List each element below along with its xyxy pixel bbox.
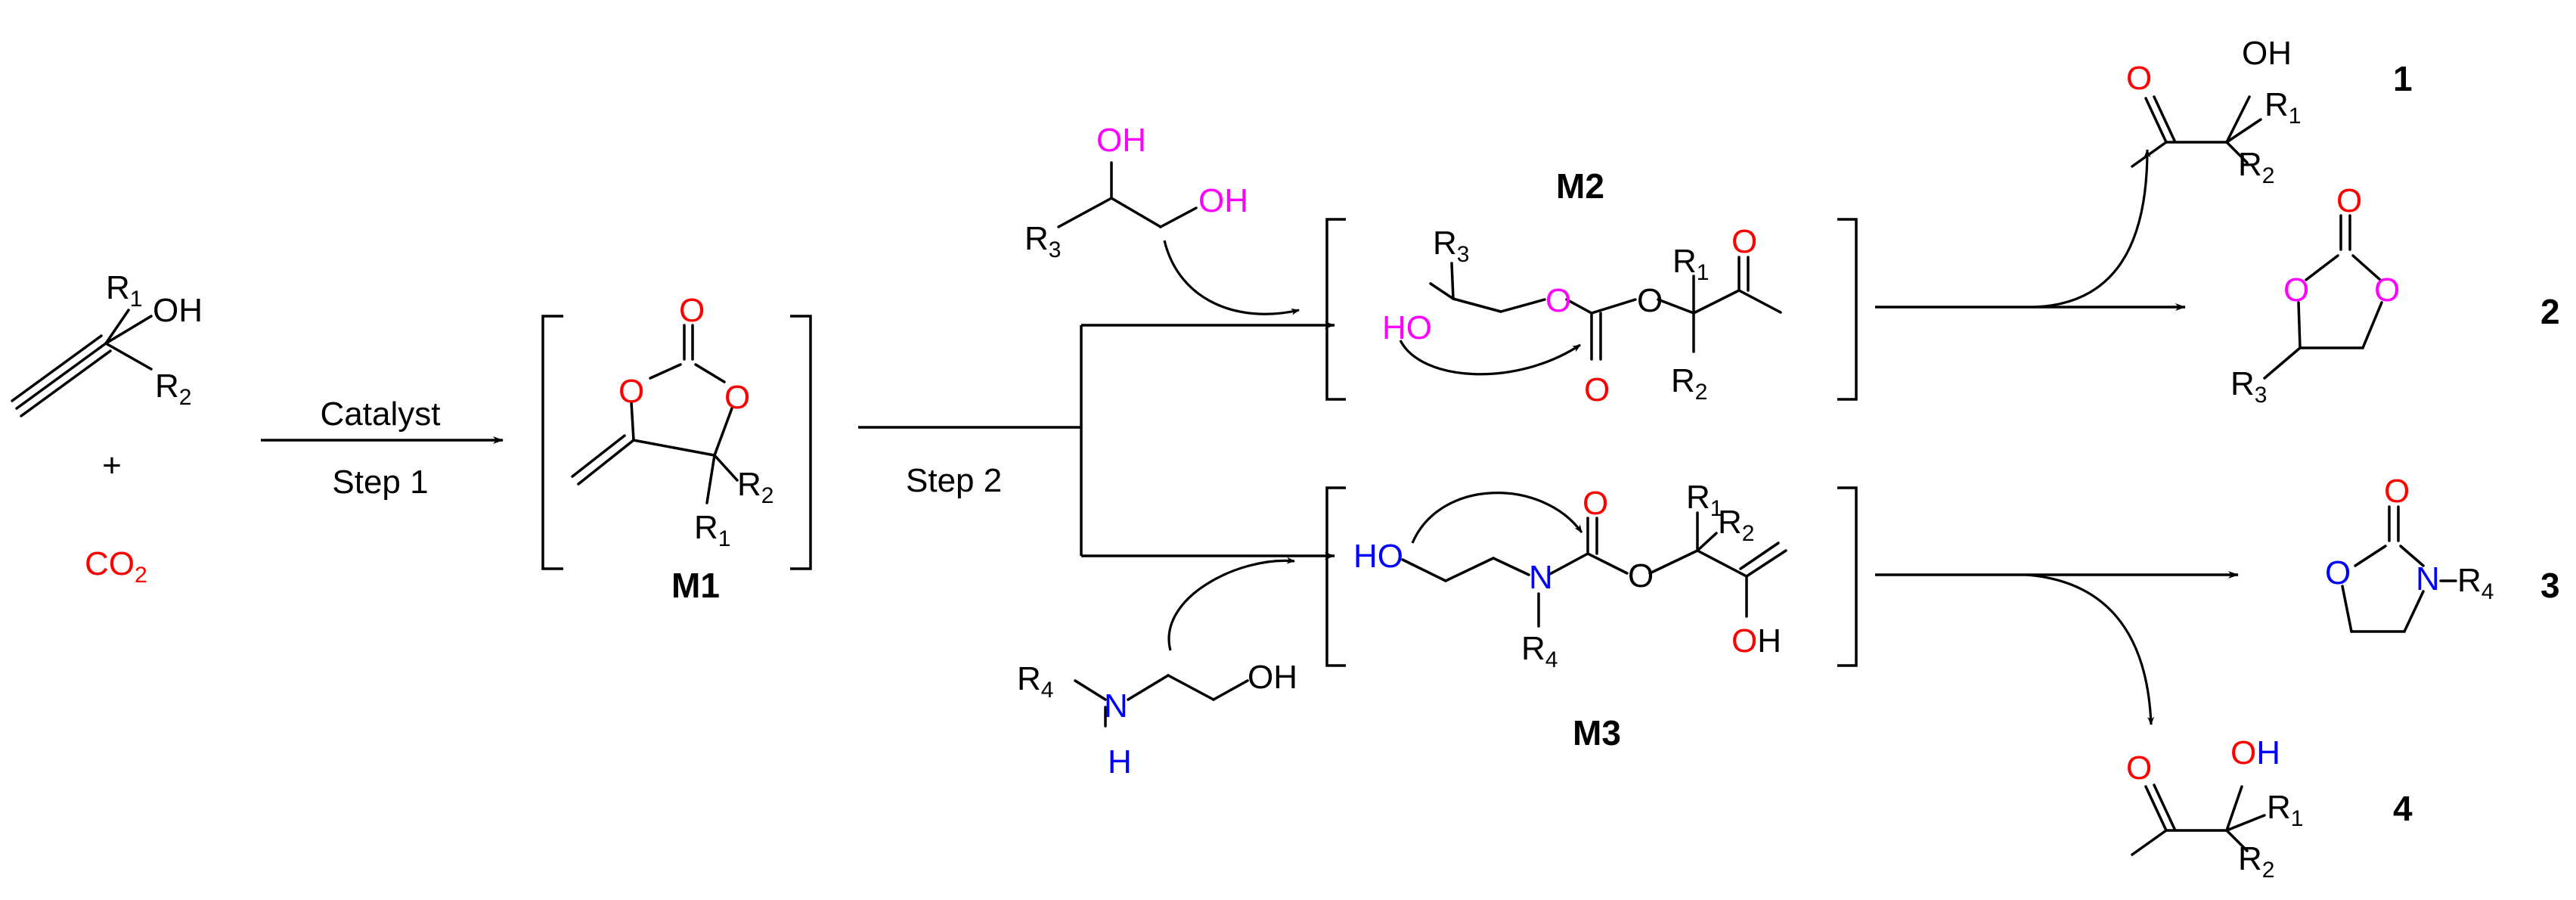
product1-number: 1 (2393, 59, 2413, 98)
aminoalcohol-nitrogen: N (1104, 687, 1128, 725)
product1-hydroxyl: OH (2242, 35, 2292, 72)
step1-arrow: Catalyst Step 1 (261, 396, 504, 501)
m2-ketone-o: O (1731, 223, 1757, 260)
product2-ring-o-left: O (2283, 272, 2309, 309)
product4-number: 4 (2393, 789, 2413, 828)
diol-oh-right: OH (1198, 182, 1248, 219)
diol-r3: R3 (1025, 220, 1061, 262)
propargyl-alcohol-structure: R1 OH R2 (11, 269, 203, 417)
m2-carbonyl-o: O (1584, 371, 1610, 408)
m1-r1: R1 (694, 509, 730, 551)
m2-ester-o-left: O (1545, 282, 1571, 319)
m3-hydroxyl-h: HO (1353, 538, 1403, 575)
m2-brackets (1325, 218, 1858, 401)
product1-ketone-o: O (2126, 60, 2152, 97)
product3-number: 3 (2540, 566, 2560, 605)
product4-structure: O OH R1 R2 (2126, 734, 2303, 883)
m3-cyclization-curve (1411, 492, 1583, 544)
step2-branch-lines: Step 2 (858, 321, 1335, 560)
product3-r4: R4 (2457, 562, 2494, 604)
product4-hydroxyl: OH (2230, 734, 2280, 771)
aminoalcohol-r4: R4 (1017, 660, 1053, 703)
m3-brackets (1325, 486, 1858, 667)
product4-r2: R2 (2238, 840, 2274, 883)
m2-r2: R2 (1671, 362, 1707, 405)
m3-carbonyl-o: O (1582, 485, 1608, 522)
m3-r1: R1 (1686, 479, 1722, 521)
product2-carbonyl-o: O (2336, 182, 2362, 219)
catalyst-label: Catalyst (321, 396, 441, 433)
m1-label: M1 (671, 566, 720, 605)
m1-structure: O O O R2 R1 (571, 292, 773, 551)
m2-ester-o-right: O (1637, 282, 1663, 319)
m2-structure: R3 HO O O O R1 R2 O (1382, 223, 1782, 408)
substituent-r2: R2 (155, 368, 191, 410)
m2-r1: R1 (1672, 243, 1709, 285)
m2-hydroxyl: HO (1382, 309, 1432, 346)
m1-carbonyl-o: O (679, 292, 705, 329)
step1-label: Step 1 (332, 464, 428, 501)
aminoalcohol-hydroxyl: OH (1248, 659, 1297, 696)
m3-label: M3 (1573, 713, 1621, 753)
m1-ring-o-left: O (618, 373, 644, 410)
m3-structure: HO N R4 O O R1 R2 OH (1353, 479, 1787, 672)
co2-label: CO2 (85, 545, 147, 588)
product3-nitrogen: N (2416, 560, 2440, 597)
m1-r2: R2 (737, 466, 773, 508)
substituent-r1: R1 (106, 269, 142, 312)
aminoalcohol-structure: R4 N H OH (1017, 659, 1297, 781)
product4-r1: R1 (2267, 789, 2303, 831)
product1-structure: O OH R1 R2 (2126, 35, 2301, 188)
aminoalcohol-attack-curve (1167, 557, 1295, 651)
m1-brackets (541, 315, 812, 570)
m2-label: M2 (1556, 166, 1604, 206)
m2-r3: R3 (1433, 225, 1469, 267)
m3-product-arrow (1875, 571, 2239, 725)
m3-nitrogen: N (1529, 559, 1553, 596)
m1-ring-o-right: O (724, 379, 750, 416)
diol-structure: OH OH R3 (1025, 122, 1248, 262)
m2-product-arrow (1875, 149, 2186, 311)
product3-ring-o: O (2325, 554, 2351, 591)
product2-ring-o-right: O (2374, 272, 2400, 309)
product4-ketone-o: O (2126, 749, 2152, 787)
product1-r2: R2 (2238, 146, 2274, 188)
product1-r1: R1 (2264, 86, 2301, 129)
diol-oh-top: OH (1096, 122, 1146, 159)
diol-attack-curve (1163, 240, 1300, 315)
product2-r3: R3 (2230, 365, 2267, 408)
step2-label: Step 2 (906, 462, 1002, 499)
product3-carbonyl-o: O (2384, 473, 2410, 510)
m2-cyclization-curve (1399, 340, 1581, 376)
product2-number: 2 (2540, 292, 2560, 331)
product3-structure: O O N R4 (2325, 473, 2494, 633)
hydroxyl-label: OH (153, 292, 203, 329)
m3-r2: R2 (1718, 504, 1754, 546)
aminoalcohol-nh-hydrogen: H (1108, 743, 1132, 781)
product2-structure: O O O R3 (2230, 182, 2400, 408)
m3-r4: R4 (1521, 630, 1558, 672)
m3-ester-o: O (1628, 557, 1654, 594)
plus-sign: + (102, 447, 122, 484)
m3-enol-oh: OH (1731, 622, 1781, 659)
